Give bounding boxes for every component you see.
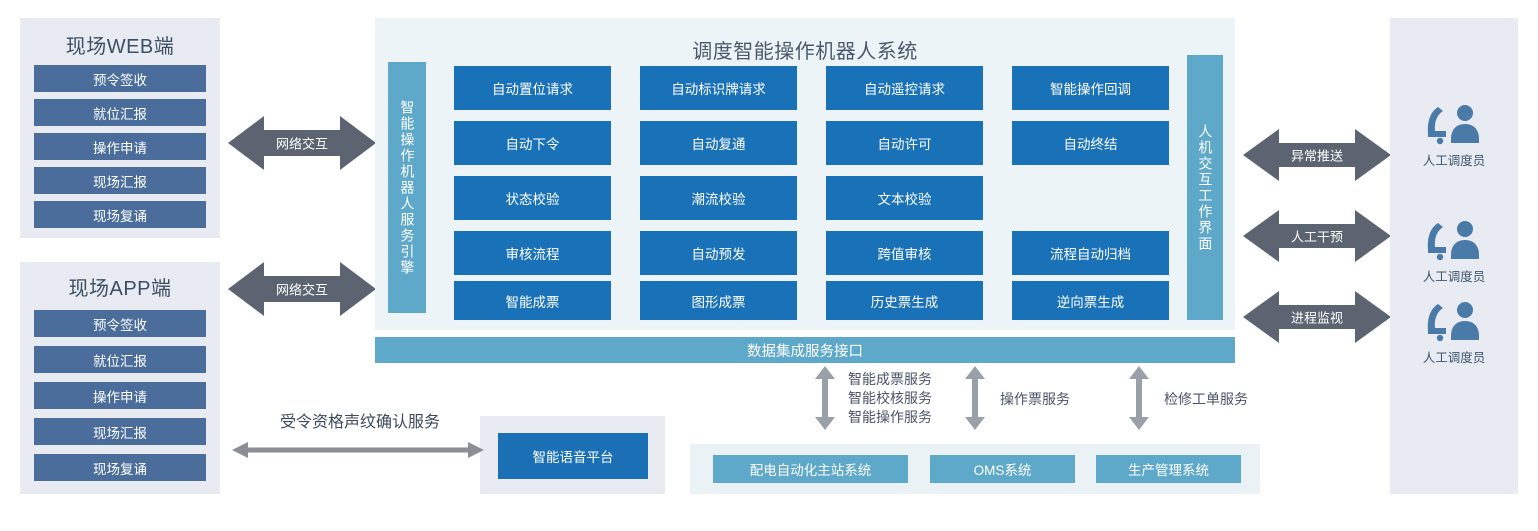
double-arrow-icon <box>228 262 376 316</box>
operator-console-icon <box>1427 302 1479 342</box>
operator-entry-1: 人工调度员 <box>1390 220 1518 285</box>
operator-link-1: 人工干预 <box>1243 207 1391 265</box>
web-client-panel: 现场WEB端 预令签收 就位汇报 操作申请 现场汇报 现场复诵 <box>20 18 220 238</box>
web-client-item-2[interactable]: 操作申请 <box>34 133 206 160</box>
double-arrow-icon <box>1243 291 1391 343</box>
feature-cell-4-1[interactable]: 图形成票 <box>640 281 797 320</box>
voiceprint-service-arrow <box>232 440 484 460</box>
service-engine-bar: 智能操作机器人服务引擎 <box>388 62 426 313</box>
operator-entry-2: 人工调度员 <box>1390 301 1518 366</box>
service-link-label-1: 操作票服务 <box>1000 391 1070 407</box>
service-arrow-1 <box>962 366 988 430</box>
horizontal-double-arrow-icon <box>232 442 484 458</box>
feature-cell-1-2[interactable]: 自动许可 <box>826 121 983 165</box>
double-arrow-icon <box>1243 129 1391 181</box>
feature-cell-4-0[interactable]: 智能成票 <box>454 281 611 320</box>
feature-cell-0-2[interactable]: 自动遥控请求 <box>826 66 983 110</box>
feature-cell-0-3[interactable]: 智能操作回调 <box>1012 66 1169 110</box>
double-arrow-icon <box>1243 210 1391 262</box>
web-client-title: 现场WEB端 <box>65 36 175 58</box>
operator-link-0: 异常推送 <box>1243 126 1391 184</box>
voice-platform-panel: 智能语音平台 <box>480 416 665 494</box>
operator-link-2: 进程监视 <box>1243 288 1391 346</box>
operator-console-icon <box>1427 221 1479 261</box>
app-client-title: 现场APP端 <box>68 278 172 300</box>
service-arrow-2 <box>1126 366 1152 430</box>
operator-panel: 人工调度员 人工调度员 人工调度员 <box>1390 18 1518 494</box>
data-integration-bar: 数据集成服务接口 <box>375 337 1235 363</box>
feature-cell-3-3[interactable]: 流程自动归档 <box>1012 231 1169 275</box>
external-system-2[interactable]: 生产管理系统 <box>1096 455 1241 483</box>
feature-cell-0-1[interactable]: 自动标识牌请求 <box>640 66 797 110</box>
operator-label-1: 人工调度员 <box>1422 270 1486 284</box>
feature-cell-1-0[interactable]: 自动下令 <box>454 121 611 165</box>
main-system-panel: 调度智能操作机器人系统 智能操作机器人服务引擎 人机交互工作界面 自动置位请求 … <box>375 18 1235 330</box>
feature-cell-1-3[interactable]: 自动终结 <box>1012 121 1169 165</box>
operator-entry-0: 人工调度员 <box>1390 104 1518 169</box>
operator-label-2: 人工调度员 <box>1422 351 1486 365</box>
web-client-item-3[interactable]: 现场汇报 <box>34 167 206 194</box>
app-client-item-4[interactable]: 现场复诵 <box>34 454 206 481</box>
service-link-label-0: 智能成票服务 智能校核服务 智能操作服务 <box>848 371 932 425</box>
vertical-double-arrow-icon <box>815 366 835 430</box>
feature-cell-2-2[interactable]: 文本校验 <box>826 176 983 220</box>
hmi-interface-bar: 人机交互工作界面 <box>1187 55 1223 320</box>
feature-cell-4-3[interactable]: 逆向票生成 <box>1012 281 1169 320</box>
feature-cell-0-0[interactable]: 自动置位请求 <box>454 66 611 110</box>
external-system-0[interactable]: 配电自动化主站系统 <box>713 455 908 483</box>
main-system-title: 调度智能操作机器人系统 <box>692 41 918 63</box>
feature-cell-2-0[interactable]: 状态校验 <box>454 176 611 220</box>
vertical-double-arrow-icon <box>965 366 985 430</box>
service-link-label-2: 检修工单服务 <box>1164 391 1248 407</box>
web-client-item-0[interactable]: 预令签收 <box>34 65 206 92</box>
external-systems-panel: 配电自动化主站系统 OMS系统 生产管理系统 <box>690 444 1260 494</box>
app-client-panel: 现场APP端 预令签收 就位汇报 操作申请 现场汇报 现场复诵 <box>20 262 220 494</box>
external-system-1[interactable]: OMS系统 <box>930 455 1075 483</box>
double-arrow-icon <box>228 116 376 170</box>
app-client-item-0[interactable]: 预令签收 <box>34 310 206 337</box>
feature-cell-4-2[interactable]: 历史票生成 <box>826 281 983 320</box>
feature-cell-2-3 <box>1012 176 1169 220</box>
feature-cell-3-1[interactable]: 自动预发 <box>640 231 797 275</box>
app-client-item-3[interactable]: 现场汇报 <box>34 418 206 445</box>
network-link-web: 网络交互 <box>228 112 376 174</box>
feature-cell-2-1[interactable]: 潮流校验 <box>640 176 797 220</box>
web-client-item-1[interactable]: 就位汇报 <box>34 99 206 126</box>
feature-cell-3-2[interactable]: 跨值审核 <box>826 231 983 275</box>
feature-cell-1-1[interactable]: 自动复通 <box>640 121 797 165</box>
voiceprint-service-label: 受令资格声纹确认服务 <box>279 414 440 431</box>
feature-cell-3-0[interactable]: 审核流程 <box>454 231 611 275</box>
operator-console-icon <box>1427 105 1479 145</box>
web-client-item-4[interactable]: 现场复诵 <box>34 201 206 228</box>
service-arrow-0 <box>812 366 838 430</box>
operator-label-0: 人工调度员 <box>1422 154 1486 168</box>
voice-platform-box[interactable]: 智能语音平台 <box>498 433 648 479</box>
app-client-item-2[interactable]: 操作申请 <box>34 382 206 409</box>
network-link-app: 网络交互 <box>228 258 376 320</box>
vertical-double-arrow-icon <box>1129 366 1149 430</box>
app-client-item-1[interactable]: 就位汇报 <box>34 346 206 373</box>
